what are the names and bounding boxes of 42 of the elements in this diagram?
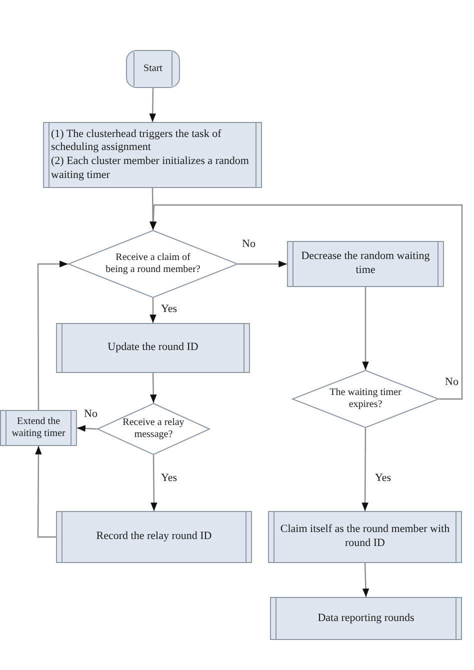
arrow: [362, 562, 370, 598]
decision-diamond: [97, 403, 210, 455]
arrow: [150, 188, 156, 230]
process-box: [270, 597, 462, 640]
node-text: Data reporting rounds: [318, 612, 414, 626]
node-text: Start: [144, 62, 162, 76]
edge-label: No: [242, 238, 256, 250]
node-text: Claim itself as the round member with round ID: [279, 523, 451, 551]
decision-diamond: [292, 370, 439, 428]
node-text: (2) Each cluster member initializes a random waiting timer: [51, 155, 250, 182]
arrow: [76, 425, 98, 432]
arrow: [150, 204, 463, 400]
node-text: Record the relay round ID: [96, 530, 212, 544]
start-terminal: [126, 50, 180, 88]
arrow: [37, 260, 68, 410]
arrow: [362, 287, 369, 370]
edge-label: Yes: [161, 472, 178, 484]
arrow: [150, 372, 157, 404]
node-text: Decrease the random waiting time: [300, 250, 431, 278]
node-text: Extend the waiting timer: [10, 416, 66, 440]
edge-label: Yes: [161, 303, 178, 315]
node-text: Update the round ID: [108, 341, 198, 355]
node-text: Receive a relay message?: [122, 416, 185, 442]
process-box: [0, 410, 77, 446]
process-box: [268, 511, 462, 563]
node-text: Receive a claim of being a round member?: [105, 252, 201, 276]
process-box: [56, 323, 250, 373]
process-box: [56, 511, 252, 563]
arrow: [150, 455, 158, 511]
edge-label: No: [84, 408, 98, 420]
edge-label: No: [445, 376, 458, 388]
edge-label: Yes: [375, 472, 392, 484]
arrow: [362, 428, 368, 511]
arrow: [150, 298, 156, 323]
process-box: [43, 122, 262, 188]
decision-diamond: [68, 230, 238, 298]
arrow: [149, 88, 156, 122]
node-text: The waiting timer expires?: [328, 386, 402, 412]
arrow: [238, 260, 287, 268]
node-text: (1) The clusterhead triggers the task of scheduling assignment: [51, 128, 222, 155]
arrow: [35, 446, 56, 538]
process-box: [287, 241, 444, 287]
